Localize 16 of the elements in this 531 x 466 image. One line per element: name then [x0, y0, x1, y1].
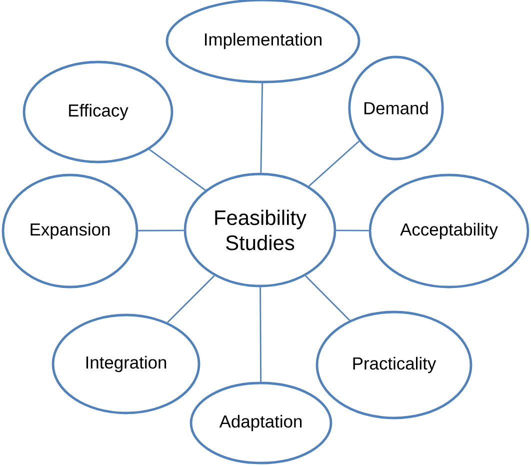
connector-line	[260, 83, 264, 173]
ellipse-node: Feasibility Studies	[184, 172, 336, 288]
connector-line	[260, 287, 262, 382]
ellipse-node: Efficacy	[22, 60, 174, 164]
ellipse-node: Practicality	[316, 310, 472, 420]
connector-line	[305, 275, 350, 321]
connector-line	[308, 140, 360, 187]
ellipse-node: Demand	[348, 56, 444, 160]
ellipse-node: Integration	[52, 314, 200, 414]
connector-line	[167, 275, 215, 323]
ellipse-node: Expansion	[2, 174, 138, 288]
connector-line	[148, 148, 206, 191]
connector-line	[336, 230, 369, 232]
connector-line	[138, 230, 184, 232]
ellipse-node: Acceptability	[368, 174, 530, 288]
ellipse-node: Adaptation	[190, 382, 332, 464]
